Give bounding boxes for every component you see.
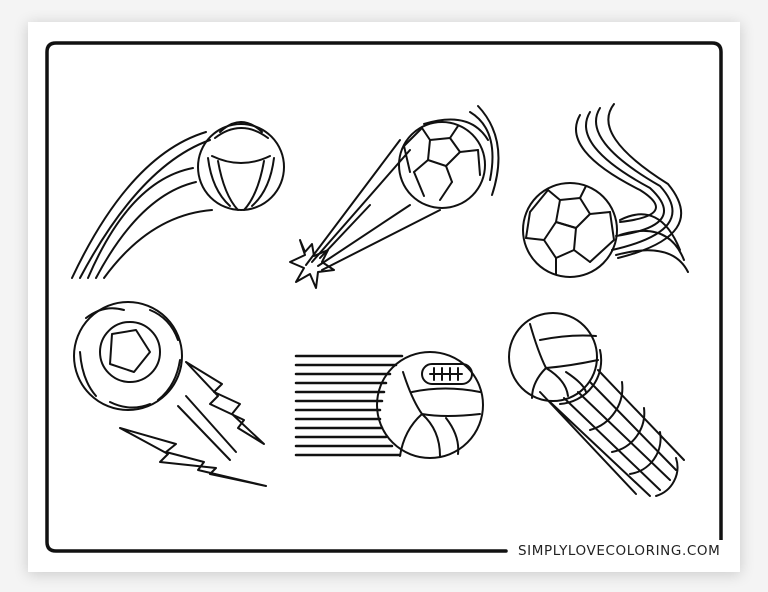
soccer-ball-starburst: [289, 105, 500, 289]
soccer-ball-s-swirl: [522, 103, 689, 278]
site-credit: SIMPLYLOVECOLORING.COM: [512, 540, 727, 562]
page-border: [45, 41, 723, 553]
soccer-ball-curved-trail: [71, 121, 285, 279]
volleyball-speed-lines: [294, 351, 484, 459]
coloring-page-sheet: [28, 22, 740, 572]
volleyball-motion-rings: [508, 312, 685, 497]
soccer-ball-lightning: [73, 301, 267, 487]
